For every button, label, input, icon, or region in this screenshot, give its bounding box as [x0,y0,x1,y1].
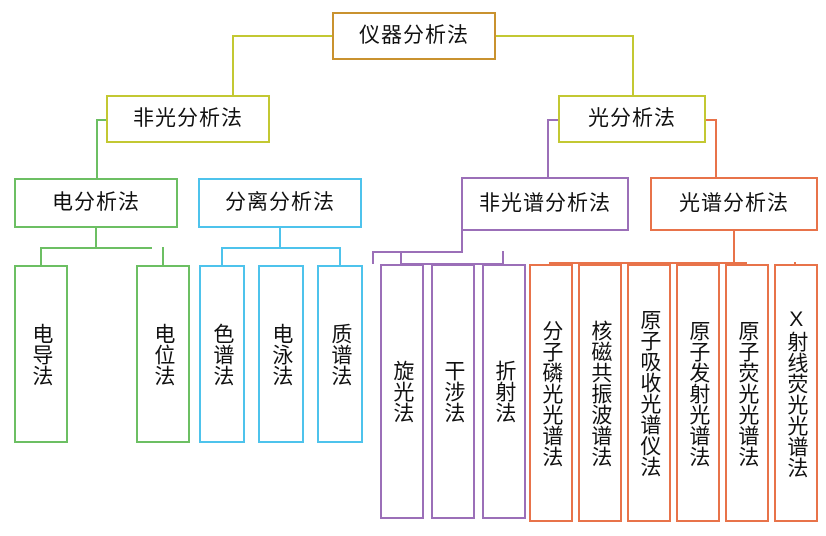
node-label: 非光谱分析法 [479,192,611,216]
node-label: 电导法 [29,322,53,386]
node-label: 旋光法 [390,360,414,423]
node-optical[interactable]: 光分析法 [558,95,706,143]
leaf-electro-1[interactable]: 电位法 [136,265,190,443]
connector-electro-drop-2 [162,247,164,266]
node-label: 色谱法 [210,322,234,386]
node-label: 分离分析法 [225,191,335,215]
leaf-spectral-4[interactable]: 原子荧光光谱法 [725,264,769,522]
connector-electro-bar [40,247,152,249]
connector-sep-drop-1 [221,247,223,266]
connector-optical-to-spectral-v [715,119,717,179]
connector-root-to-non-optical-v [232,35,234,97]
node-label: 原子发射光谱法 [686,319,710,467]
node-label: X射线荧光光谱法 [784,308,808,478]
node-label: 光分析法 [588,107,676,131]
leaf-spectral-1[interactable]: 核磁共振波谱法 [578,264,622,522]
node-label: 光谱分析法 [679,192,789,216]
connector-optical-to-spectral-h [705,119,717,121]
node-label: 仪器分析法 [359,24,469,48]
node-electro[interactable]: 电分析法 [14,178,178,228]
leaf-nonspectral-1[interactable]: 干涉法 [431,264,475,519]
node-label: 非光分析法 [133,107,243,131]
connector-optical-to-nonspectral-h [547,119,559,121]
leaf-separation-2[interactable]: 质谱法 [317,265,363,443]
connector-sep-bar [221,247,341,249]
connector-root-to-optical-h [494,35,634,37]
leaf-nonspectral-2[interactable]: 折射法 [482,264,526,519]
connector-electro-drop-1 [40,247,42,266]
node-spectral[interactable]: 光谱分析法 [650,177,818,231]
connector-nonspectral-side-h [372,251,463,253]
connector-nonspectral-stem [372,251,374,264]
leaf-electro-0[interactable]: 电导法 [14,265,68,443]
connector-sep-drop-3 [339,247,341,266]
node-separation[interactable]: 分离分析法 [198,178,362,228]
node-label: 原子荧光光谱法 [735,319,759,467]
connector-spectral-stem [733,231,735,263]
node-label: 原子吸收光谱仪法 [637,309,661,477]
connector-root-to-optical-v [632,35,634,97]
node-nonspectral[interactable]: 非光谱分析法 [461,177,629,231]
leaf-nonspectral-0[interactable]: 旋光法 [380,264,424,519]
connector-root-to-non-optical-h [232,35,334,37]
node-label: 干涉法 [441,360,465,423]
connector-electro-stem [95,228,97,248]
node-label: 核磁共振波谱法 [588,319,612,467]
connector-optical-to-nonspectral-v [547,119,549,179]
connector-nonspectral-drop-3 [502,251,504,265]
connector-sep-stem [279,228,281,248]
node-label: 分子磷光光谱法 [539,319,563,467]
leaf-separation-1[interactable]: 电泳法 [258,265,304,443]
connector-non-optical-to-electro-h [96,119,108,121]
leaf-spectral-2[interactable]: 原子吸收光谱仪法 [627,264,671,522]
connector-nonspectral-drop-1 [400,251,402,265]
leaf-separation-0[interactable]: 色谱法 [199,265,245,443]
node-label: 电分析法 [52,191,140,215]
node-label: 质谱法 [328,322,352,386]
node-root[interactable]: 仪器分析法 [332,12,496,60]
leaf-spectral-3[interactable]: 原子发射光谱法 [676,264,720,522]
node-label: 电泳法 [269,322,293,386]
connector-nonspectral-side-v [461,231,463,253]
leaf-spectral-0[interactable]: 分子磷光光谱法 [529,264,573,522]
node-non_optical[interactable]: 非光分析法 [106,95,270,143]
node-label: 电位法 [151,322,175,386]
connector-non-optical-to-electro-v1 [96,120,98,180]
node-label: 折射法 [492,360,516,423]
leaf-spectral-5[interactable]: X射线荧光光谱法 [774,264,818,522]
